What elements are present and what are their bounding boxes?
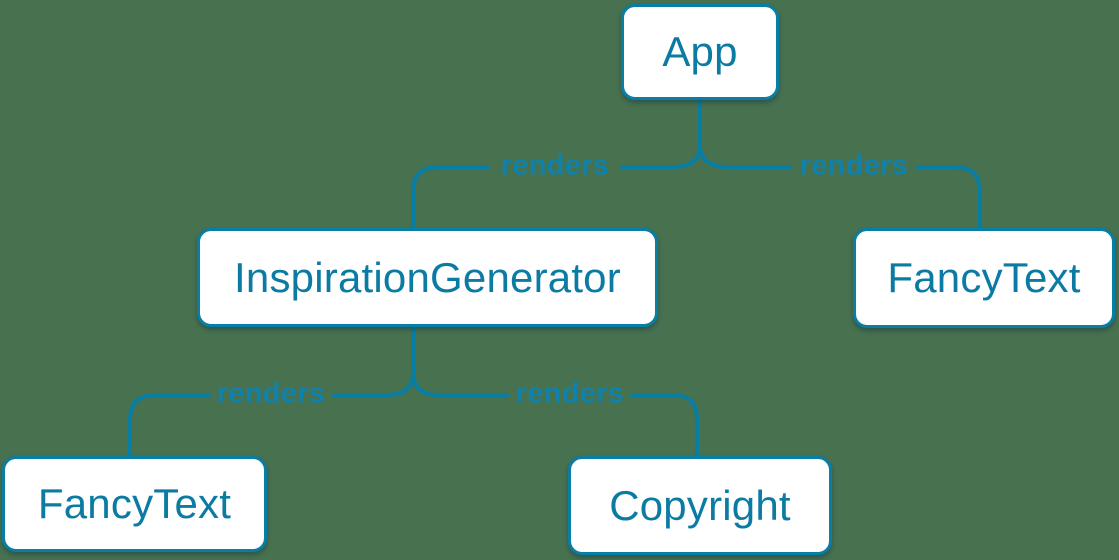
node-copyright: Copyright <box>568 456 832 555</box>
node-fancy-text-top-right: FancyText <box>853 228 1115 328</box>
edge-label-inspiration-generator-fancy-text: renders <box>216 377 326 410</box>
node-fancy-text-top-right-label: FancyText <box>887 254 1081 301</box>
node-app: App <box>621 4 779 100</box>
edge-label-app-fancy-text: renders <box>799 149 909 182</box>
edge-label-app-inspiration-generator: renders <box>500 149 610 182</box>
edge-label-inspiration-generator-copyright: renders <box>515 377 625 410</box>
node-copyright-label: Copyright <box>609 481 791 529</box>
node-inspiration-generator: InspirationGenerator <box>197 228 658 327</box>
node-fancy-text-bottom-left-label: FancyText <box>37 480 232 527</box>
node-fancy-text-bottom-left: FancyText <box>2 456 267 552</box>
edge-inspiration-generator-to-copyright <box>411 371 699 457</box>
node-inspiration-generator-label: InspirationGenerator <box>234 253 621 301</box>
node-app-label: App <box>662 28 738 75</box>
edge-app-to-fancy-text <box>698 143 982 229</box>
